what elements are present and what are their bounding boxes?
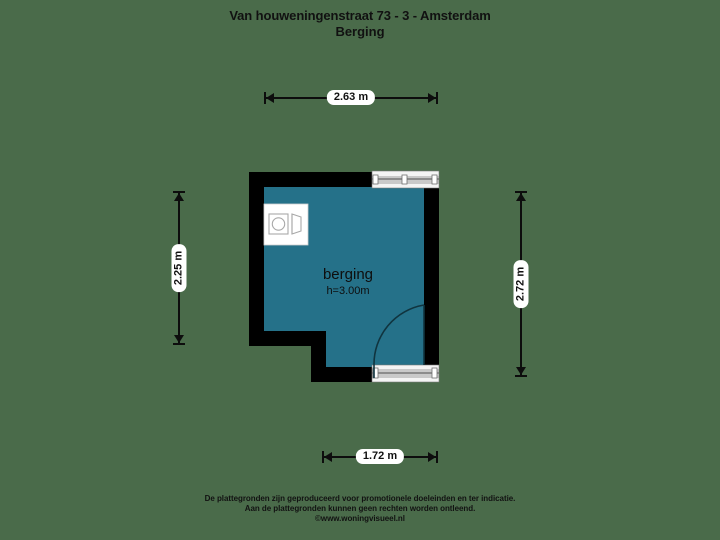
dimension-top-cap-right — [436, 92, 438, 104]
washing-machine-icon — [268, 213, 289, 235]
dimension-bottom-cap-right — [436, 451, 438, 463]
footer-line-1: De plattegronden zijn geproduceerd voor … — [204, 494, 516, 503]
dimension-right-cap-top — [515, 191, 527, 193]
dimension-left-label: 2.25 m — [171, 243, 187, 293]
dimension-bottom-cap-left — [322, 451, 324, 463]
dimension-right-arrow-top — [516, 193, 526, 201]
fixture-block — [263, 203, 309, 246]
dimension-top: 2.63 m — [264, 90, 438, 105]
door-bottom-icon — [371, 364, 440, 383]
dimension-bottom-arrow-right — [428, 452, 436, 462]
dimension-top-arrow-left — [266, 93, 274, 103]
dimension-left-arrow-bottom — [174, 335, 184, 343]
dimension-left-cap-bottom — [173, 343, 185, 345]
sink-icon — [291, 213, 302, 235]
dimension-right-label: 2.72 m — [513, 259, 529, 309]
door-swing-arc — [373, 304, 425, 378]
dimension-left-cap-top — [173, 191, 185, 193]
title-address: Van houweningenstraat 73 - 3 - Amsterdam — [229, 8, 491, 23]
dimension-left: 2.25 m — [171, 191, 187, 345]
room-svg — [249, 170, 440, 383]
dimension-top-arrow-right — [428, 93, 436, 103]
dimension-bottom-label: 1.72 m — [355, 449, 405, 464]
page-title: Van houweningenstraat 73 - 3 - Amsterdam… — [0, 8, 720, 40]
dimension-top-label: 2.63 m — [326, 90, 376, 105]
title-subtitle: Berging — [335, 24, 385, 39]
dimension-left-arrow-top — [174, 193, 184, 201]
footer-line-3: ©www.woningvisueel.nl — [315, 514, 405, 523]
footer-line-2: Aan de plattegronden kunnen geen rechten… — [244, 504, 476, 513]
dimension-right: 2.72 m — [513, 191, 529, 377]
footer-disclaimer: De plattegronden zijn geproduceerd voor … — [0, 494, 720, 524]
dimension-right-cap-bottom — [515, 375, 527, 377]
window-top-icon — [371, 170, 440, 189]
dimension-bottom: 1.72 m — [322, 449, 438, 464]
dimension-right-arrow-bottom — [516, 367, 526, 375]
dimension-bottom-arrow-left — [324, 452, 332, 462]
room-drawing: berging h=3.00m — [243, 166, 453, 388]
dimension-top-cap-left — [264, 92, 266, 104]
